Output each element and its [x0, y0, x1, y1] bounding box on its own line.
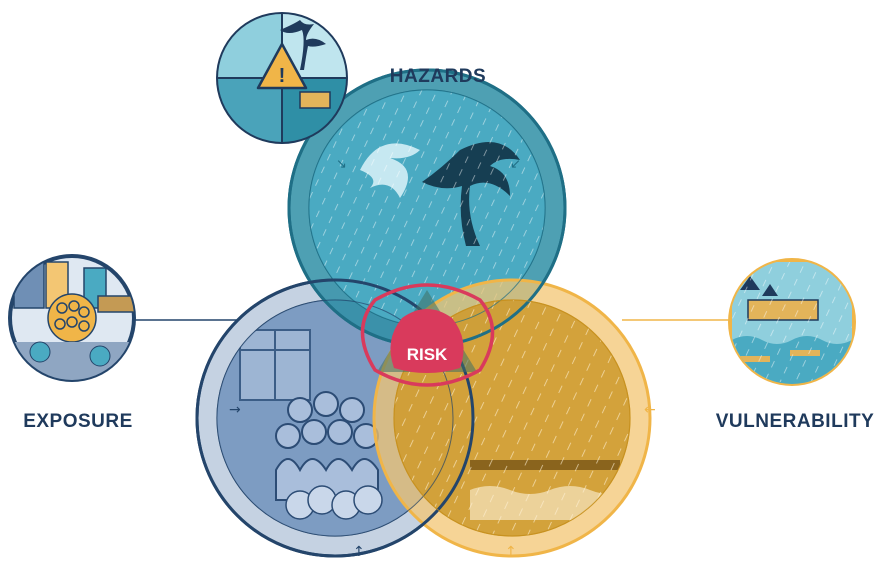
vulnerability-arrow-icon: ←	[644, 402, 656, 418]
risk-intersection: RISK	[360, 283, 495, 387]
vulnerability-label: VULNERABILITY	[716, 411, 875, 432]
people-icon	[47, 293, 97, 343]
svg-text:!: !	[279, 65, 286, 87]
exposure-label: EXPOSURE	[23, 411, 133, 432]
vulnerability-up-arrow-icon: ↑	[505, 544, 517, 560]
hazards-arrow-icon-right: ↙	[510, 157, 521, 172]
hazards-label: HAZARDS	[390, 66, 486, 87]
hazards-circle: ↘ ↙	[287, 68, 567, 348]
vulnerability-icon-badge	[728, 258, 856, 386]
hazards-icon-badge: !	[216, 12, 348, 144]
risk-label: RISK	[407, 345, 448, 364]
people-crowd-icon	[275, 391, 379, 501]
exposure-icon-badge	[8, 254, 136, 382]
exposure-arrow-icon: →	[229, 402, 241, 418]
hazards-arrow-icon: ↘	[336, 157, 347, 172]
warning-icon	[256, 42, 308, 90]
exposure-up-arrow-icon: ↑	[353, 544, 365, 560]
